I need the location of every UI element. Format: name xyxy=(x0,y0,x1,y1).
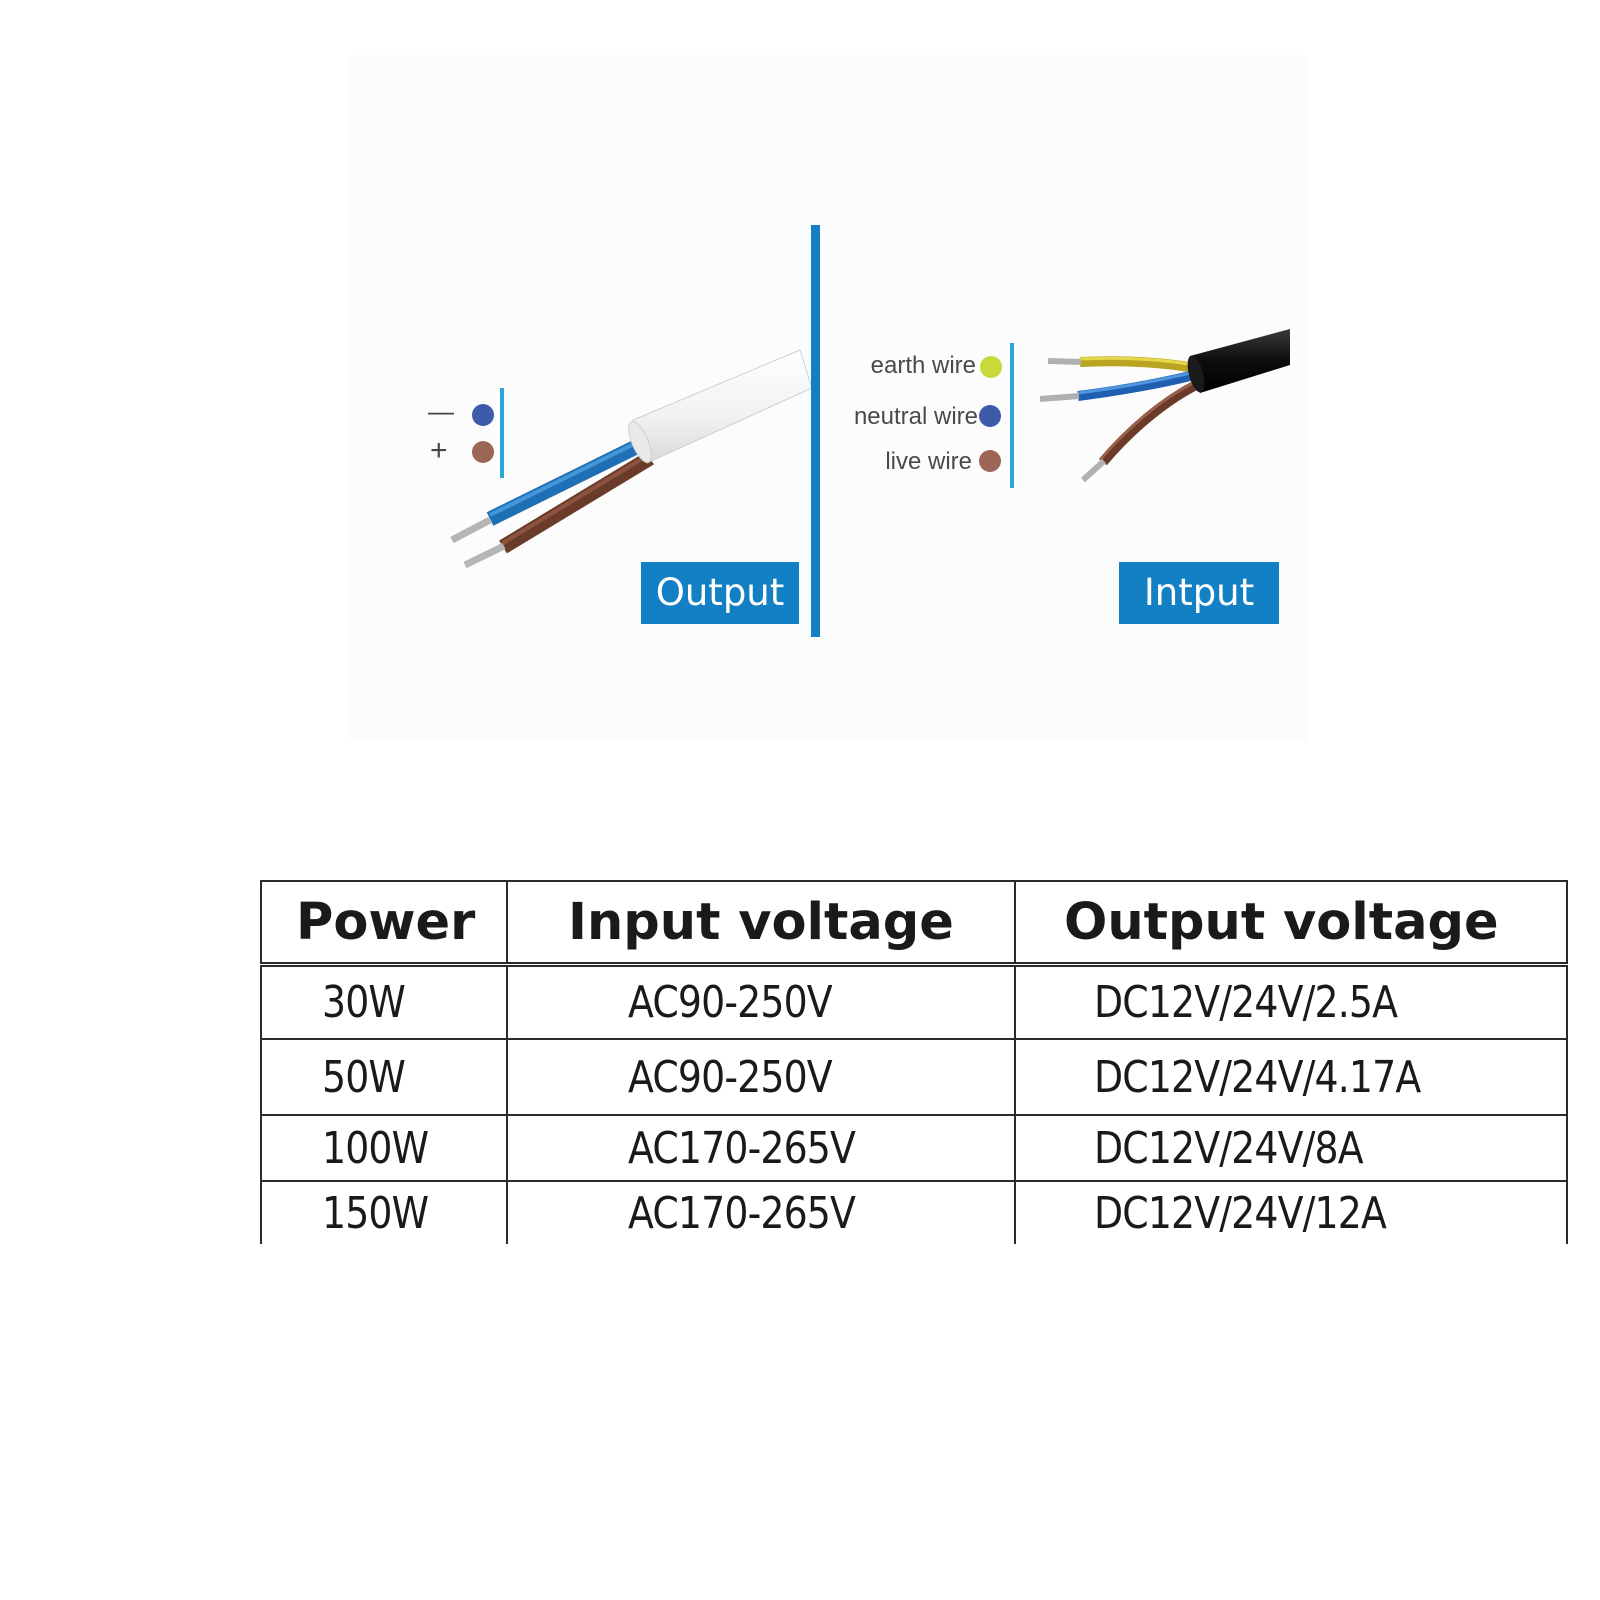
minus-label: — xyxy=(428,396,454,426)
cell-input-voltage: AC170-265V xyxy=(506,1180,1016,1244)
output-blue-wire xyxy=(450,438,644,544)
plus-dot-icon xyxy=(472,441,494,463)
input-blue-wire xyxy=(1039,369,1200,402)
table-row: 30W AC90-250V DC12V/24V/2.5A xyxy=(260,963,1568,1040)
header-input-voltage: Input voltage xyxy=(506,880,1016,967)
center-divider xyxy=(811,225,820,637)
cell-power: 100W xyxy=(260,1114,508,1182)
table-row: 100W AC170-265V DC12V/24V/8A xyxy=(260,1114,1568,1182)
live-dot-icon xyxy=(979,450,1001,472)
live-wire-label: live wire xyxy=(885,448,972,475)
header-output-voltage: Output voltage xyxy=(1014,880,1568,967)
cell-power: 50W xyxy=(260,1038,508,1116)
input-cable xyxy=(1039,329,1290,483)
spec-table: Power Input voltage Output voltage 30W A… xyxy=(260,880,1568,1244)
table-row: 50W AC90-250V DC12V/24V/4.17A xyxy=(260,1038,1568,1116)
input-black-cable-jacket xyxy=(1190,329,1290,393)
cell-output-voltage: DC12V/24V/12A xyxy=(1014,1180,1568,1244)
cell-input-voltage: AC170-265V xyxy=(506,1114,1016,1182)
table-row: 150W AC170-265V DC12V/24V/12A xyxy=(260,1180,1568,1244)
cell-output-voltage: DC12V/24V/8A xyxy=(1014,1114,1568,1182)
output-tag: Output xyxy=(641,562,799,624)
input-yellow-wire xyxy=(1047,356,1196,373)
cell-power: 30W xyxy=(260,963,508,1040)
neutral-dot-icon xyxy=(979,405,1001,427)
earth-dot-icon xyxy=(980,356,1002,378)
input-tag: Intput xyxy=(1119,562,1279,624)
input-legend-bar xyxy=(1010,343,1014,488)
minus-dot-icon xyxy=(472,404,494,426)
cell-power: 150W xyxy=(260,1180,508,1244)
earth-wire-label: earth wire xyxy=(870,352,976,379)
wiring-diagram-panel xyxy=(350,55,1308,741)
neutral-wire-label: neutral wire xyxy=(853,403,978,430)
table-header-row: Power Input voltage Output voltage xyxy=(260,880,1568,967)
plus-label: + xyxy=(430,434,448,467)
input-brown-wire xyxy=(1080,378,1203,483)
header-power: Power xyxy=(260,880,508,967)
cell-input-voltage: AC90-250V xyxy=(506,963,1016,1040)
cell-output-voltage: DC12V/24V/2.5A xyxy=(1014,963,1568,1040)
cell-output-voltage: DC12V/24V/4.17A xyxy=(1014,1038,1568,1116)
output-brown-wire xyxy=(463,451,654,569)
output-legend-bar xyxy=(500,388,504,478)
output-cable xyxy=(450,349,813,569)
cell-input-voltage: AC90-250V xyxy=(506,1038,1016,1116)
